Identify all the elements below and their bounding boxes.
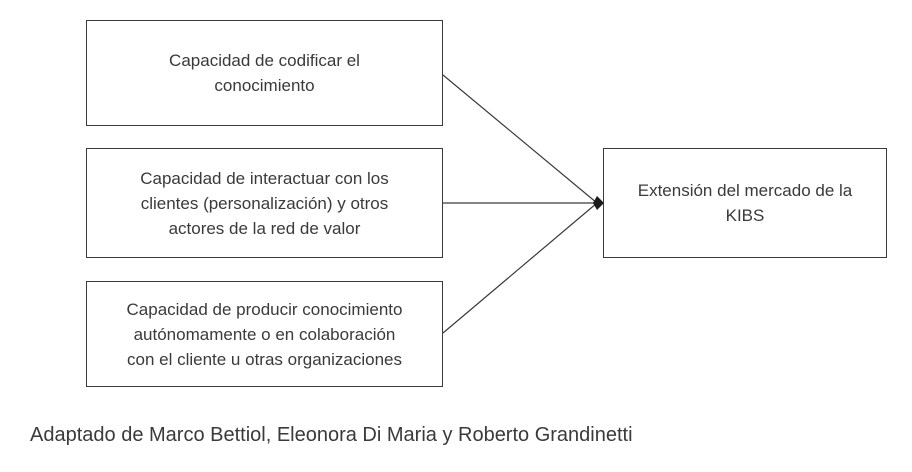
- output-box-extension: Extensión del mercado de la KIBS: [603, 148, 887, 258]
- input-box-codificar: Capacidad de codificar el conocimiento: [86, 20, 443, 126]
- arrowhead-icon: [593, 196, 604, 210]
- connector-line-producir: [442, 202, 598, 334]
- connector-line-codificar: [442, 74, 598, 204]
- source-caption: Adaptado de Marco Bettiol, Eleonora Di M…: [30, 424, 633, 446]
- input-label-producir: Capacidad de producir conocimiento autón…: [126, 299, 403, 369]
- input-box-interactuar: Capacidad de interactuar con los cliente…: [86, 148, 443, 258]
- output-label-extension: Extensión del mercado de la KIBS: [637, 181, 853, 225]
- input-label-interactuar: Capacidad de interactuar con los cliente…: [140, 168, 389, 238]
- input-box-producir: Capacidad de producir conocimiento autón…: [86, 281, 443, 387]
- input-label-codificar: Capacidad de codificar el conocimiento: [169, 51, 360, 95]
